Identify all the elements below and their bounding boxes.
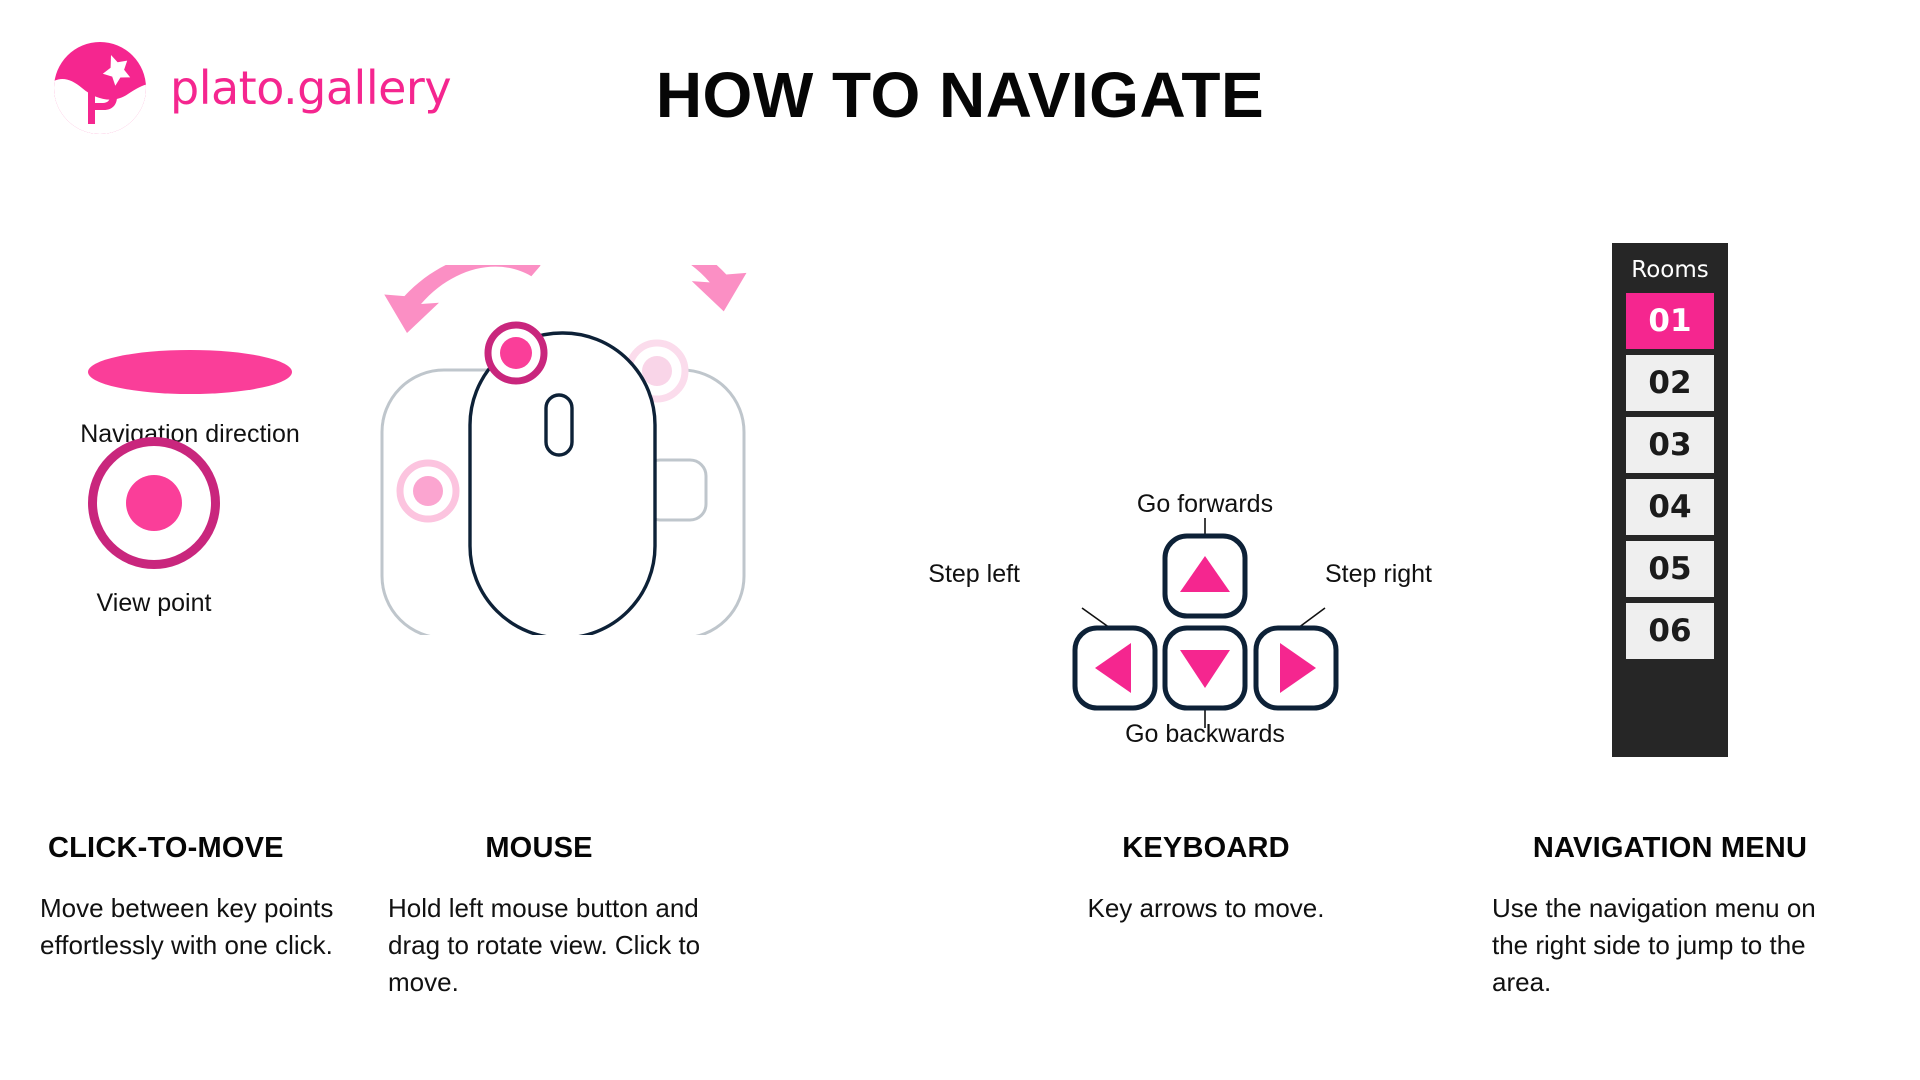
key-left[interactable]: [1072, 625, 1158, 711]
keyboard-body-text: Key arrows to move.: [1087, 893, 1325, 923]
keyboard-arrow-cluster: [1072, 518, 1339, 728]
room-button-05[interactable]: 05: [1626, 541, 1714, 597]
navigation-menu-body-text: Use the navigation menu on the right sid…: [1492, 893, 1816, 997]
brand-wordmark: plato.gallery: [170, 61, 452, 115]
keyboard-heading: KEYBOARD: [1122, 832, 1290, 864]
leader-line-left: [1081, 607, 1111, 629]
navigation-menu-panel[interactable]: Rooms 01 02 03 04 05 06: [1612, 243, 1728, 757]
arrow-up-icon: [1180, 556, 1230, 592]
rotate-right-arrow-icon: [590, 265, 747, 312]
brand-logo[interactable]: plato.gallery: [48, 36, 452, 140]
key-down-label: Go backwards: [1125, 720, 1285, 748]
arrow-down-icon: [1180, 650, 1230, 688]
click-to-move-heading: CLICK-TO-MOVE: [48, 832, 284, 864]
room-button-04[interactable]: 04: [1626, 479, 1714, 535]
navigation-direction-label: Navigation direction: [80, 420, 300, 448]
page-title: HOW TO NAVIGATE: [655, 59, 1265, 131]
navigation-menu-title: Rooms: [1631, 257, 1709, 283]
leader-line-right: [1297, 607, 1326, 629]
room-button-01[interactable]: 01: [1626, 293, 1714, 349]
mouse-ghost-viewpoint-left-icon: [396, 459, 460, 523]
mouse-illustration: [380, 265, 747, 635]
arrow-right-icon: [1280, 643, 1316, 693]
navigation-direction-marker-icon: [88, 350, 292, 394]
view-point-ring-icon: [88, 437, 220, 569]
arrow-left-icon: [1095, 643, 1131, 693]
navigation-menu-heading: NAVIGATION MENU: [1532, 832, 1808, 864]
key-up[interactable]: [1162, 533, 1248, 619]
room-button-06[interactable]: 06: [1626, 603, 1714, 659]
mouse-body-icon: [468, 331, 657, 635]
rotate-left-arrow-icon: [384, 265, 541, 334]
mouse-heading: MOUSE: [485, 832, 593, 864]
key-left-label: Step left: [928, 560, 1020, 588]
click-to-move-body: Move between key points effortlessly wit…: [40, 893, 334, 960]
key-right[interactable]: [1253, 625, 1339, 711]
plato-circle-star-logo-icon: [54, 42, 146, 134]
key-up-label: Go forwards: [1136, 490, 1274, 518]
mouse-viewpoint-icon: [484, 321, 548, 385]
key-right-label: Step right: [1325, 560, 1433, 588]
view-point-label: View point: [96, 589, 212, 617]
view-point-dot-icon: [126, 475, 182, 531]
room-button-03[interactable]: 03: [1626, 417, 1714, 473]
mouse-body-text: Hold left mouse button and drag to rotat…: [388, 893, 701, 997]
room-button-02[interactable]: 02: [1626, 355, 1714, 411]
key-down[interactable]: [1162, 625, 1248, 711]
